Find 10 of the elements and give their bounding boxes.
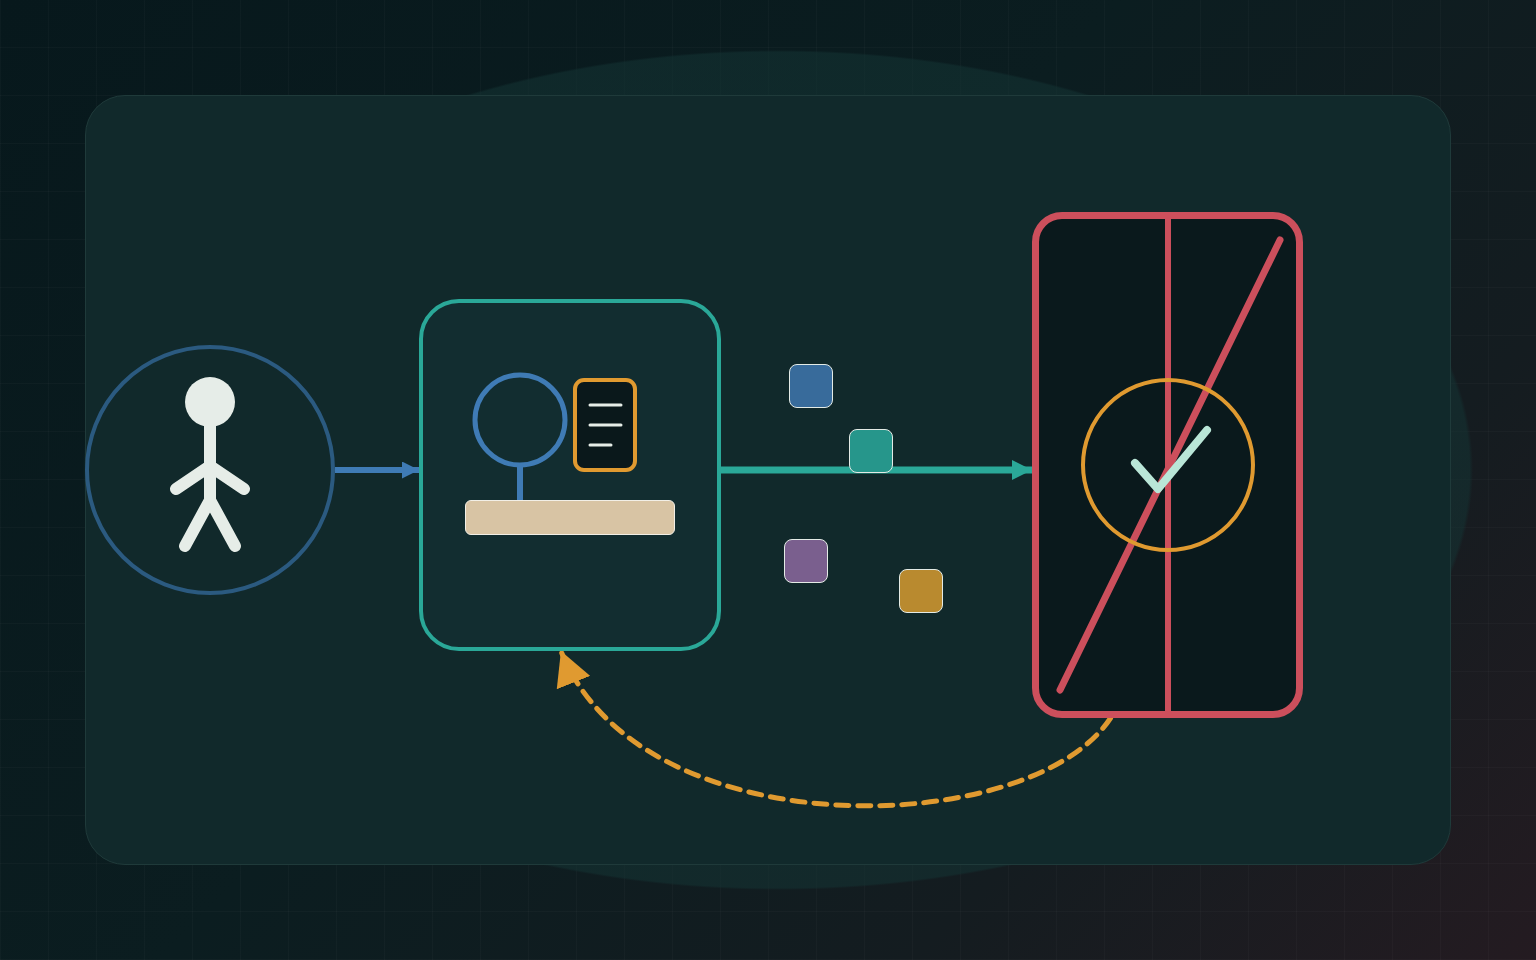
dashed-arrow: [558, 648, 1114, 808]
arrow: [335, 461, 419, 479]
tile-icon: [783, 538, 828, 583]
tile-icon: [788, 363, 833, 408]
tile-icon: [898, 568, 943, 613]
panel-card: [85, 95, 1451, 865]
actor-circle: [84, 344, 335, 595]
process-card: [418, 298, 721, 651]
arrow: [721, 460, 1032, 480]
tile-icon: [848, 428, 893, 473]
